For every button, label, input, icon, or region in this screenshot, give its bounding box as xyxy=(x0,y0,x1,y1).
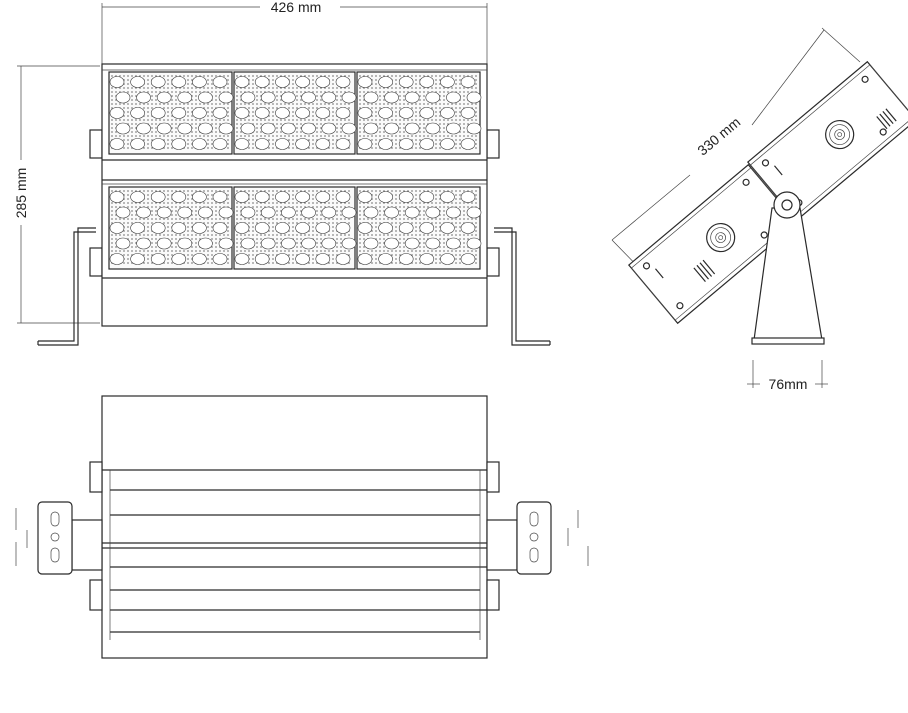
front-mounting-bracket xyxy=(37,227,551,346)
base-dimension: 76mm xyxy=(747,360,828,392)
diagonal-dimension-label: 330 mm xyxy=(694,114,743,159)
side-lower-module xyxy=(627,163,799,325)
width-dimension: 426 mm xyxy=(101,0,488,66)
led-panel xyxy=(233,71,356,155)
right-bracket xyxy=(486,501,589,575)
base-dimension-label: 76mm xyxy=(769,376,808,392)
led-panel xyxy=(233,186,356,270)
side-stand xyxy=(751,191,825,345)
height-dimension: 285 mm xyxy=(13,65,100,324)
bottom-view xyxy=(15,395,589,659)
front-view: 426 mm 285 mm xyxy=(13,0,551,346)
side-view: 330 mm 76mm xyxy=(611,27,908,392)
left-bracket xyxy=(15,501,103,575)
height-dimension-label: 285 mm xyxy=(13,168,29,219)
led-array xyxy=(109,75,482,265)
bottom-housing xyxy=(101,395,488,659)
side-upper-module xyxy=(746,60,908,222)
width-dimension-label: 426 mm xyxy=(271,0,322,15)
